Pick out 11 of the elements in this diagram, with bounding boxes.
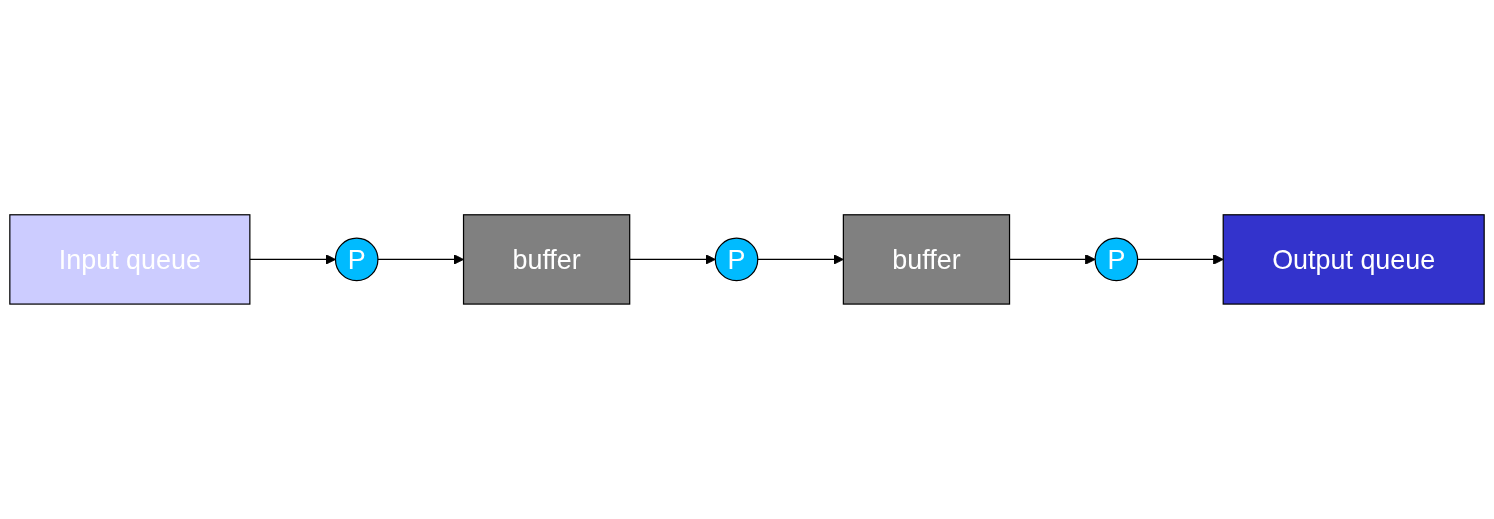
node-circle: P (714, 237, 759, 282)
node-circle: P (1094, 237, 1139, 282)
arrow (757, 254, 844, 265)
arrow (1137, 254, 1224, 265)
arrow (629, 254, 716, 265)
node-circle: P (334, 237, 379, 282)
node-box: Output queue (1222, 214, 1485, 305)
arrow (377, 254, 464, 265)
node-box: buffer (462, 214, 631, 305)
node-box: buffer (842, 214, 1011, 305)
arrow (249, 254, 336, 265)
